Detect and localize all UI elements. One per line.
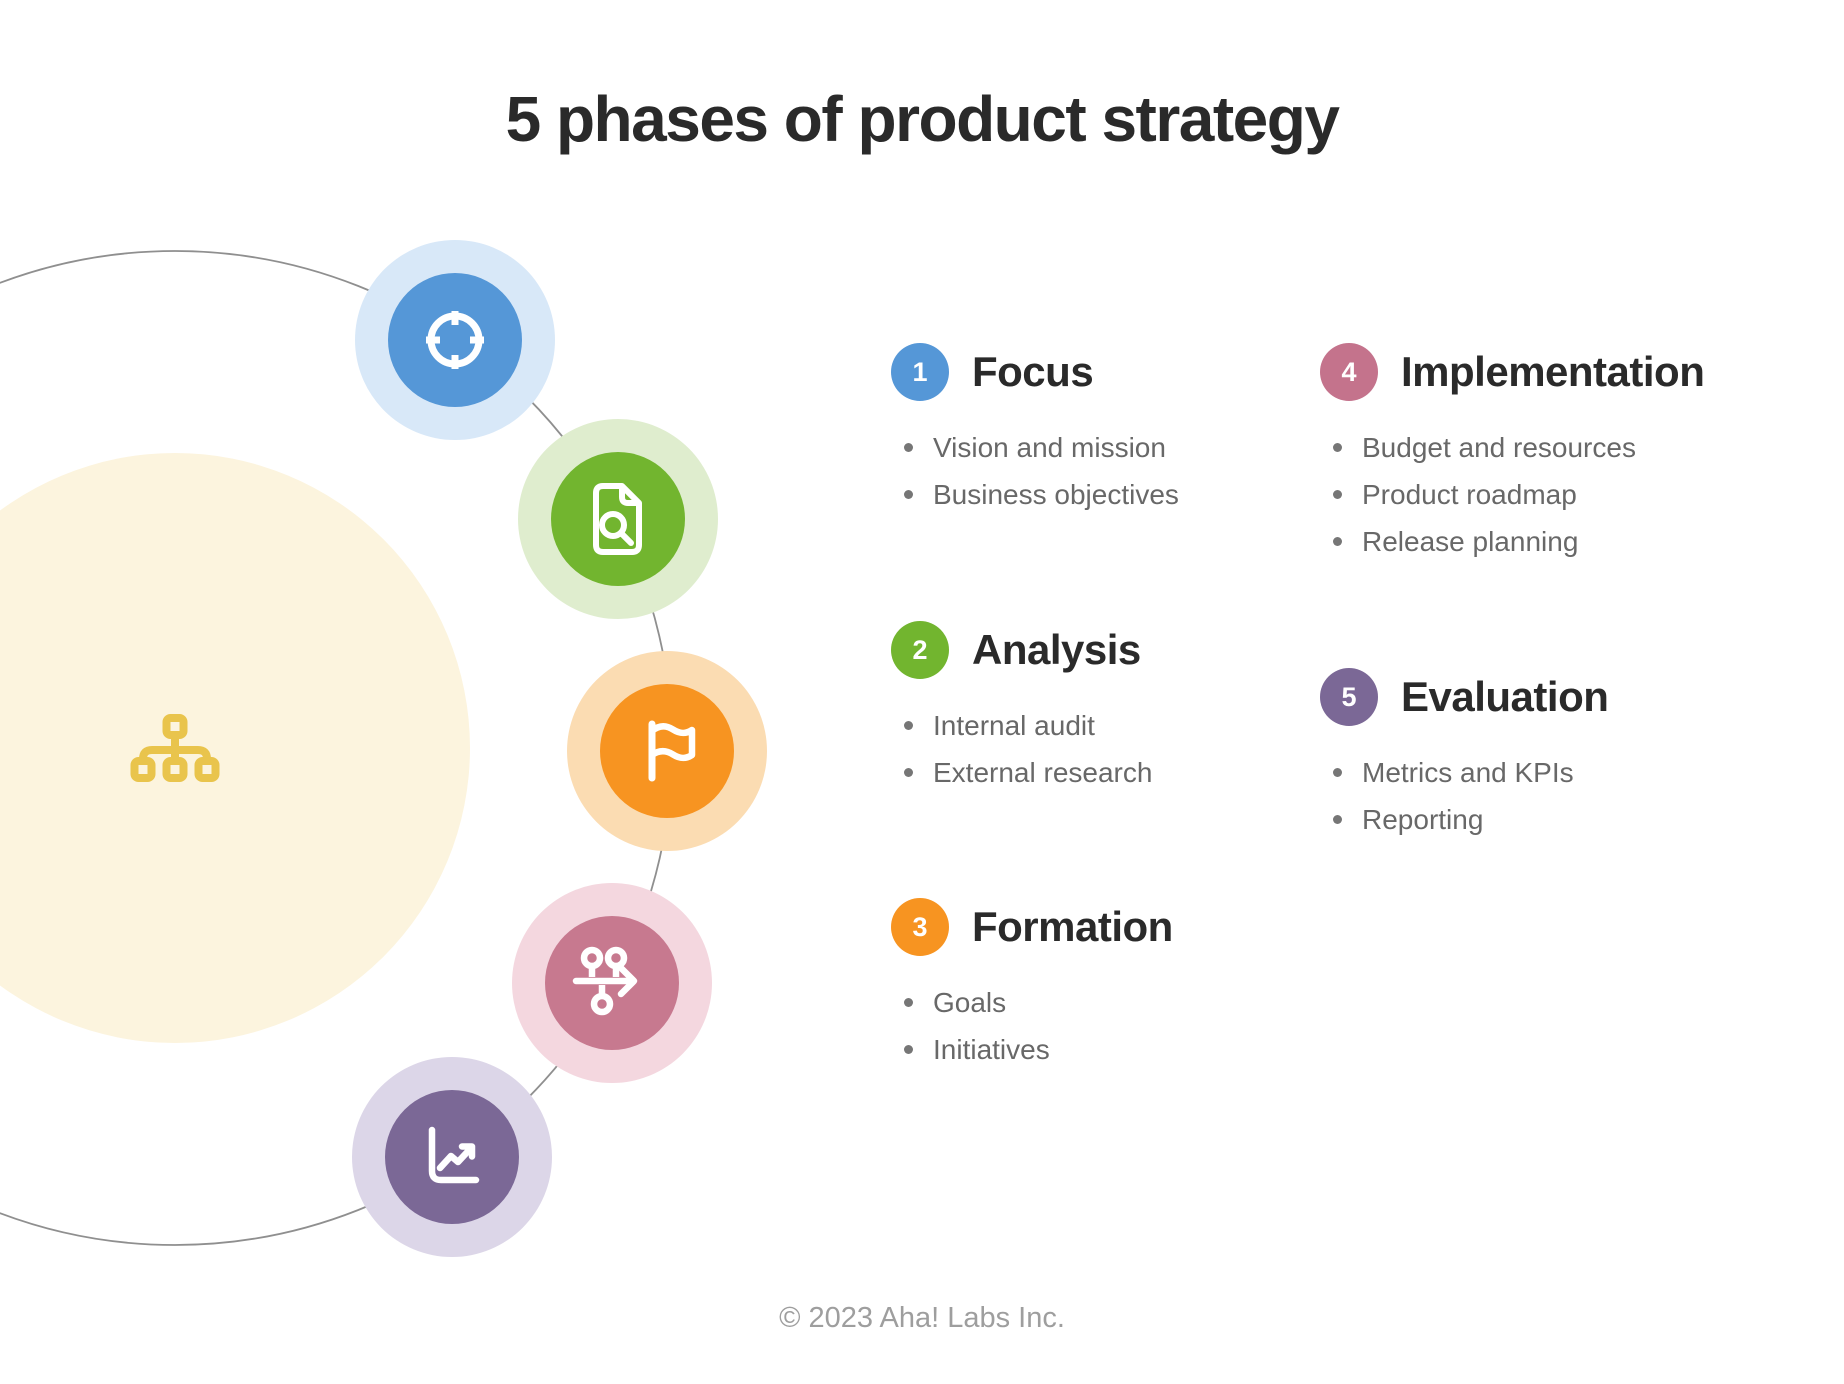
center-circle xyxy=(0,453,470,1043)
phase-number: 3 xyxy=(912,911,928,942)
phase-item: Vision and mission xyxy=(891,424,1321,471)
page-title: 5 phases of product strategy xyxy=(505,83,1340,155)
phase-item: Business objectives xyxy=(891,471,1321,518)
roadmap-timeline-icon xyxy=(572,946,638,1016)
phase-title: Focus xyxy=(972,348,1094,395)
phase-node-analysis xyxy=(518,419,718,619)
phase-number-badge: 5 xyxy=(1320,668,1378,726)
phase-number: 5 xyxy=(1341,681,1357,712)
node-circle xyxy=(388,273,522,407)
phase-node-formation xyxy=(567,651,767,851)
phase-number-badge: 1 xyxy=(891,343,949,401)
phase-item: Initiatives xyxy=(891,1026,1321,1073)
phase-node-focus xyxy=(355,240,555,440)
copyright-text: © 2023 Aha! Labs Inc. xyxy=(779,1302,1065,1334)
phase-number-badge: 4 xyxy=(1320,343,1378,401)
sitemap-icon xyxy=(130,714,220,782)
phase-item: Reporting xyxy=(1320,796,1750,843)
phase-item: Release planning xyxy=(1320,518,1750,565)
phase-item: Metrics and KPIs xyxy=(1320,749,1750,796)
phase-item: Budget and resources xyxy=(1320,424,1750,471)
phase-item: Internal audit xyxy=(891,702,1321,749)
phase-item: External research xyxy=(891,749,1321,796)
phase-title: Formation xyxy=(972,903,1173,950)
phase-node-evaluation xyxy=(352,1057,552,1257)
phase-title: Implementation xyxy=(1401,348,1705,395)
phase-number: 1 xyxy=(912,356,928,387)
phase-number-badge: 2 xyxy=(891,621,949,679)
flag-icon xyxy=(648,720,696,782)
node-circle xyxy=(551,452,685,586)
target-icon xyxy=(426,311,484,369)
phase-number: 4 xyxy=(1341,356,1357,387)
phase-node-implementation xyxy=(512,883,712,1083)
phase-item: Product roadmap xyxy=(1320,471,1750,518)
phase-title: Analysis xyxy=(972,626,1141,673)
phase-title: Evaluation xyxy=(1401,673,1609,720)
phase-item: Goals xyxy=(891,979,1321,1026)
phase-number: 2 xyxy=(912,634,928,665)
document-search-icon xyxy=(593,483,642,555)
trend-chart-icon xyxy=(428,1126,480,1184)
phase-number-badge: 3 xyxy=(891,898,949,956)
